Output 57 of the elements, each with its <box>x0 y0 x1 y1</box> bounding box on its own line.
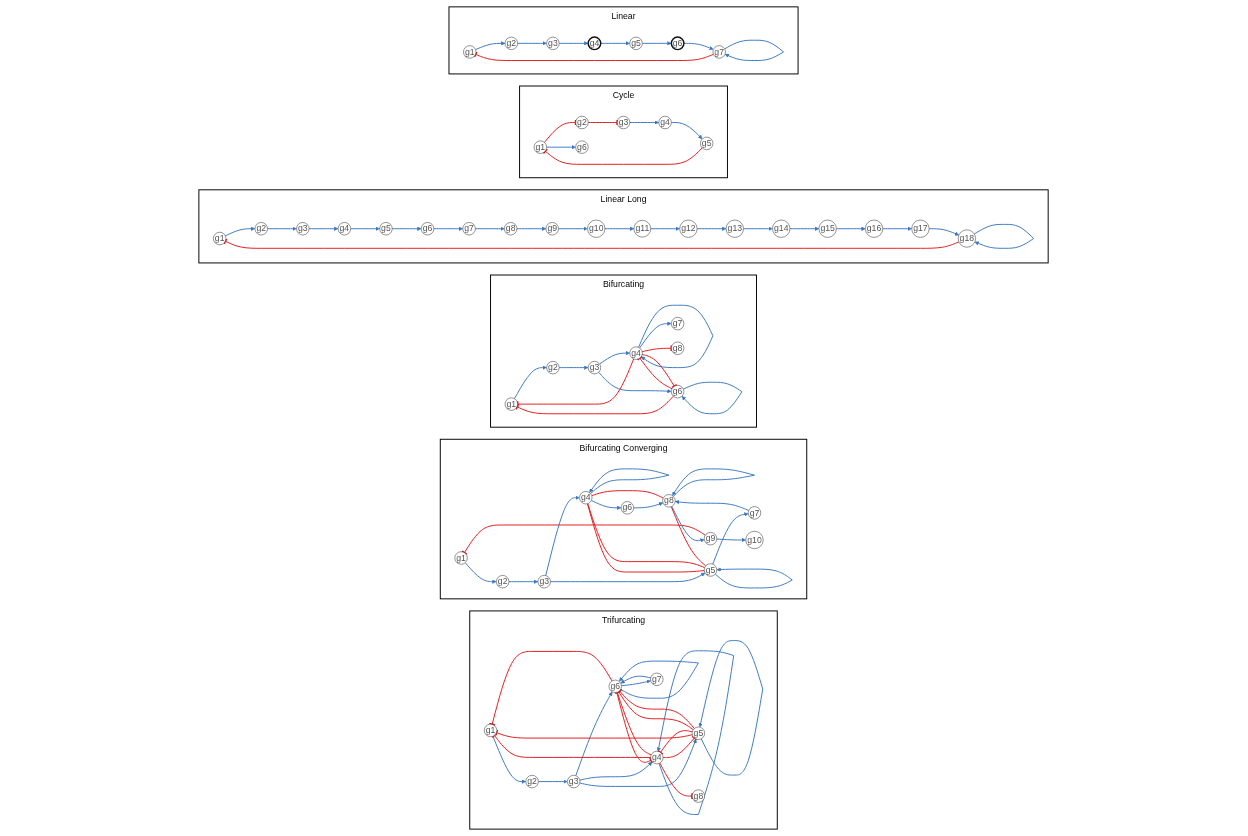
node-circle: g3 <box>588 361 602 375</box>
node-circle: g1 <box>463 45 477 59</box>
node-circle: g2 <box>526 775 540 789</box>
node-circle: g4 <box>659 115 673 130</box>
node-circle: g2 <box>505 36 519 50</box>
node-circle: g5 <box>704 563 718 577</box>
node-circle: g2 <box>546 361 560 375</box>
node-circle: g6 <box>421 222 435 236</box>
node-circle: g8 <box>504 222 518 236</box>
node-circle: g3 <box>538 575 552 589</box>
node-circle: g15 <box>819 219 838 238</box>
node-circle: g9 <box>704 532 718 546</box>
node-circle: g1 <box>505 397 519 411</box>
node-circle: g7 <box>463 222 477 236</box>
node-circle: g2 <box>575 115 589 130</box>
node-circle: g5 <box>630 36 644 50</box>
node-circle: g16 <box>865 219 884 238</box>
node-circle: g7 <box>650 672 664 686</box>
node-circle: g13 <box>726 219 745 238</box>
connector <box>591 490 665 499</box>
node-circle: g8 <box>692 789 706 803</box>
node-circle: g1 <box>534 140 548 154</box>
node-circle: g9 <box>546 222 560 236</box>
node-circle: g6 <box>575 140 589 154</box>
node-circle: g3 <box>546 36 560 50</box>
node-circle: g6 <box>609 679 623 693</box>
node-circle: g6 <box>671 385 685 399</box>
node-circle: g3 <box>296 222 310 236</box>
node-circle: g4 <box>338 222 352 236</box>
node-circle: g8 <box>662 494 676 508</box>
node-circle: g17 <box>912 219 930 238</box>
node-circle: g2 <box>255 222 269 236</box>
node-circle: g5 <box>692 726 706 740</box>
node-circle: g11 <box>634 220 652 238</box>
node-circle: g4 <box>630 346 644 360</box>
node-circle: g6 <box>671 36 686 51</box>
node-circle: g4 <box>587 36 602 51</box>
node-circle: g1 <box>455 551 469 565</box>
node-circle: g4 <box>579 491 593 505</box>
node-circle: g2 <box>496 575 510 589</box>
node-circle: g10 <box>587 219 606 238</box>
node-circle: g1 <box>213 232 227 246</box>
node-circle: g7 <box>748 506 762 520</box>
node-circle: g3 <box>567 775 581 789</box>
node-circle: g8 <box>671 341 685 355</box>
node-circle: g14 <box>772 219 791 238</box>
node-circle: g1 <box>484 723 498 737</box>
node-circle: g12 <box>679 219 698 238</box>
node-circle: g6 <box>621 501 635 515</box>
node-circle: g5 <box>379 222 393 236</box>
node-circle: g7 <box>671 317 685 331</box>
node-circle: g3 <box>617 115 631 130</box>
node-circle: g18 <box>958 229 977 248</box>
node-circle: g4 <box>650 751 664 765</box>
node-circle: g10 <box>746 531 764 549</box>
node-circle: g7 <box>713 45 727 59</box>
node-circle: g5 <box>700 136 714 150</box>
